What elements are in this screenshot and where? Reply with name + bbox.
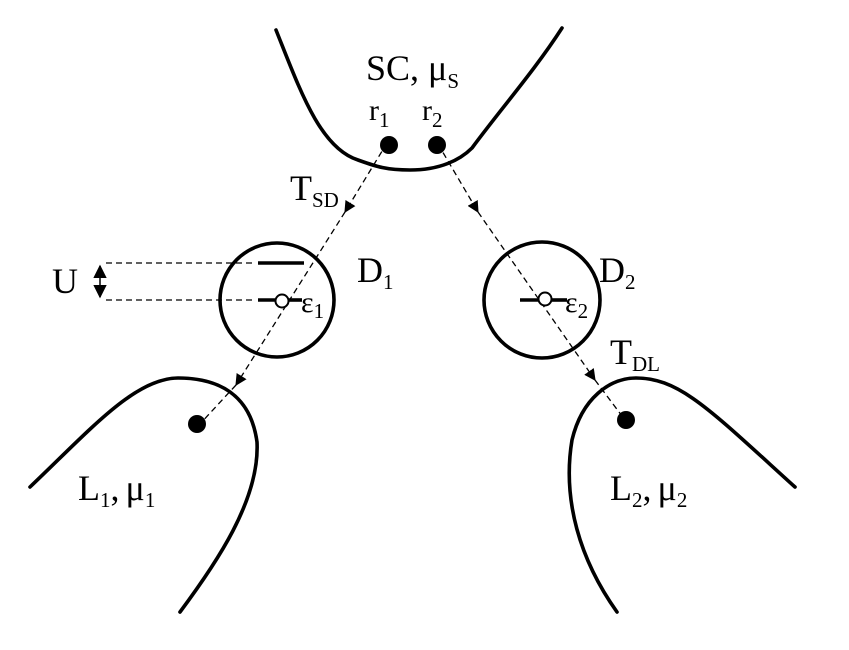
lead-2-electron-dot [617,411,635,429]
tunnel-arrow-sc-to-d2 [437,143,479,214]
site-r2-dot [428,136,446,154]
lead-1-outline [28,376,259,614]
lead-2-label: L2,μ2 [610,468,687,512]
tunnel-arrow-sc-to-d1 [344,142,388,213]
coupling-tdl-label: TDL [610,332,660,376]
dot-1-label: D1 [357,250,394,294]
lead-2-outline [567,376,797,614]
superconductor-label: SC, μS [366,48,459,93]
d1-level-marker [274,293,290,309]
tunnel-path-l1-end [198,384,237,426]
d2-level-marker [537,291,553,307]
site-r2-label: r2 [422,94,443,132]
lead-1-label: L1,μ1 [78,468,155,512]
charging-energy-label: U [52,261,78,301]
coupling-tsd-label: TSD [290,168,339,212]
site-r1-label: r1 [369,94,390,132]
lead-1-electron-dot [188,415,206,433]
site-r1-dot [380,136,398,154]
d2-level-label: ε2 [565,286,588,323]
d1-level-label: ε1 [301,286,324,323]
superconductor-outline [274,26,564,172]
quantum-dot-2 [482,240,602,360]
tunnel-arrow-d2-to-l2 [477,211,596,381]
dot-2-label: D2 [599,250,636,294]
